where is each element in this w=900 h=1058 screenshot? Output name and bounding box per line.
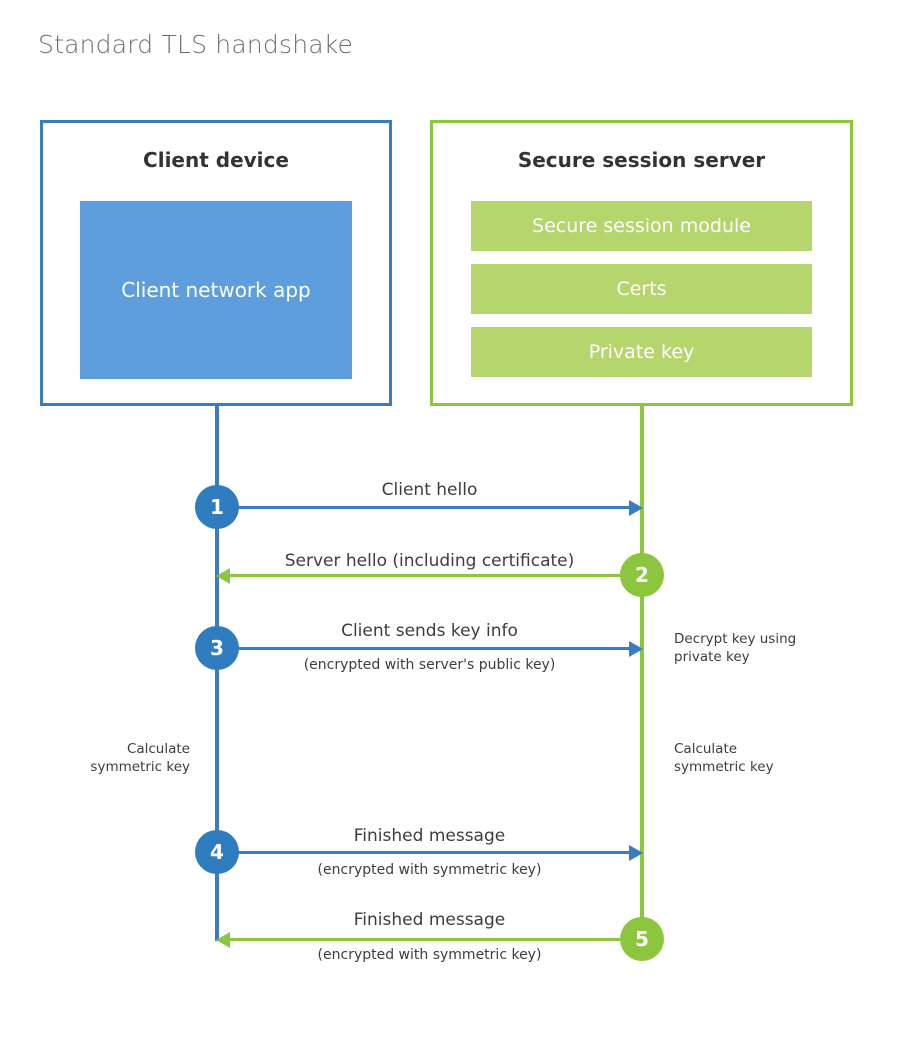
step-3-label: Client sends key info: [341, 621, 518, 641]
step-2-marker[interactable]: 2: [620, 553, 664, 597]
step-2-label: Server hello (including certificate): [284, 551, 575, 571]
step-1-arrow-line: [217, 506, 629, 509]
step-3-arrow-head-icon: [629, 640, 643, 657]
secure-session-server-title: Secure session server: [517, 148, 766, 172]
annotation-decrypt-key: Decrypt key using private key: [674, 631, 797, 666]
secure-session-server-box: Secure session server Secure session mod…: [430, 120, 853, 406]
step-1-label: Client hello: [381, 480, 478, 500]
step-4-marker[interactable]: 4: [195, 830, 239, 874]
step-4-label: Finished message: [353, 826, 506, 846]
server-block-certs: Certs: [471, 264, 812, 314]
page-title: Standard TLS handshake: [38, 30, 354, 59]
step-4-arrow-line: [217, 851, 629, 854]
client-device-box: Client device Client network app: [40, 120, 392, 406]
server-block-private-key: Private key: [471, 327, 812, 377]
step-4-arrow-head-icon: [629, 844, 643, 861]
client-device-title: Client device: [143, 148, 289, 172]
step-5-arrow-head-icon: [216, 931, 230, 948]
step-2-arrow-head-icon: [216, 567, 230, 584]
step-3-marker[interactable]: 3: [195, 626, 239, 670]
annotation-calculate-symmetric-key-client: Calculate symmetric key: [90, 741, 190, 776]
server-lifeline: [640, 406, 644, 941]
annotation-calculate-symmetric-key-server: Calculate symmetric key: [674, 741, 774, 776]
step-4-sublabel: (encrypted with symmetric key): [317, 862, 542, 878]
step-3-sublabel: (encrypted with server's public key): [303, 657, 556, 673]
step-5-sublabel: (encrypted with symmetric key): [317, 947, 542, 963]
client-network-app-block: Client network app: [80, 201, 352, 379]
step-1-marker[interactable]: 1: [195, 485, 239, 529]
server-block-secure-session-module: Secure session module: [471, 201, 812, 251]
client-lifeline: [215, 406, 219, 941]
step-1-arrow-head-icon: [629, 499, 643, 516]
step-5-marker[interactable]: 5: [620, 917, 664, 961]
step-5-label: Finished message: [353, 910, 506, 930]
step-2-arrow-line: [230, 574, 642, 577]
step-3-arrow-line: [217, 647, 629, 650]
step-5-arrow-line: [230, 938, 642, 941]
